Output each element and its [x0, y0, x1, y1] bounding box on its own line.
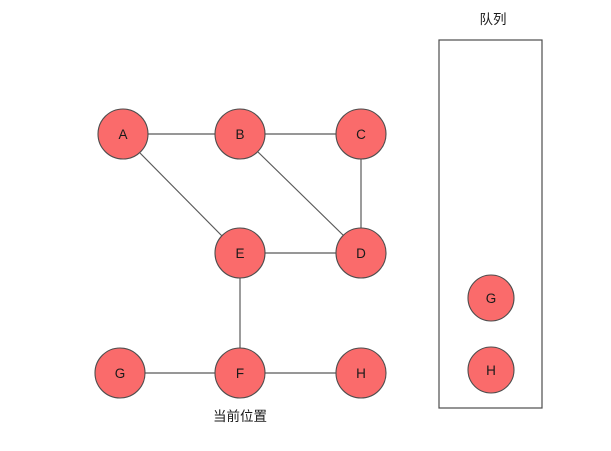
queue-item-circle-h[interactable]	[467, 346, 515, 394]
graph-node-d[interactable]: D	[335, 227, 387, 279]
queue-item-h[interactable]: H	[467, 346, 515, 394]
graph-node-circle-f[interactable]	[214, 347, 266, 399]
graph-node-h[interactable]: H	[335, 347, 387, 399]
graph-node-a[interactable]: A	[97, 108, 149, 160]
graph-node-e[interactable]: E	[214, 227, 266, 279]
graph-node-circle-h[interactable]	[335, 347, 387, 399]
graph-node-c[interactable]: C	[335, 108, 387, 160]
graph-edge-a-e	[139, 152, 223, 237]
graph-node-circle-b[interactable]	[214, 108, 266, 160]
graph-node-f[interactable]: F	[214, 347, 266, 399]
queue-items-layer: GH	[467, 274, 515, 394]
graph-nodes-layer: A B C D E F G H	[94, 108, 387, 399]
graph-node-circle-d[interactable]	[335, 227, 387, 279]
graph-node-circle-a[interactable]	[97, 108, 149, 160]
graph-edges-layer	[139, 133, 362, 374]
queue-title: 队列	[480, 12, 507, 27]
graph-edge-b-d	[257, 151, 345, 237]
current-position-label: 当前位置	[213, 408, 267, 424]
graph-node-b[interactable]: B	[214, 108, 266, 160]
graph-node-g[interactable]: G	[94, 347, 146, 399]
graph-node-circle-c[interactable]	[335, 108, 387, 160]
queue-item-g[interactable]: G	[467, 274, 515, 322]
queue-item-circle-g[interactable]	[467, 274, 515, 322]
graph-node-circle-e[interactable]	[214, 227, 266, 279]
graph-node-circle-g[interactable]	[94, 347, 146, 399]
